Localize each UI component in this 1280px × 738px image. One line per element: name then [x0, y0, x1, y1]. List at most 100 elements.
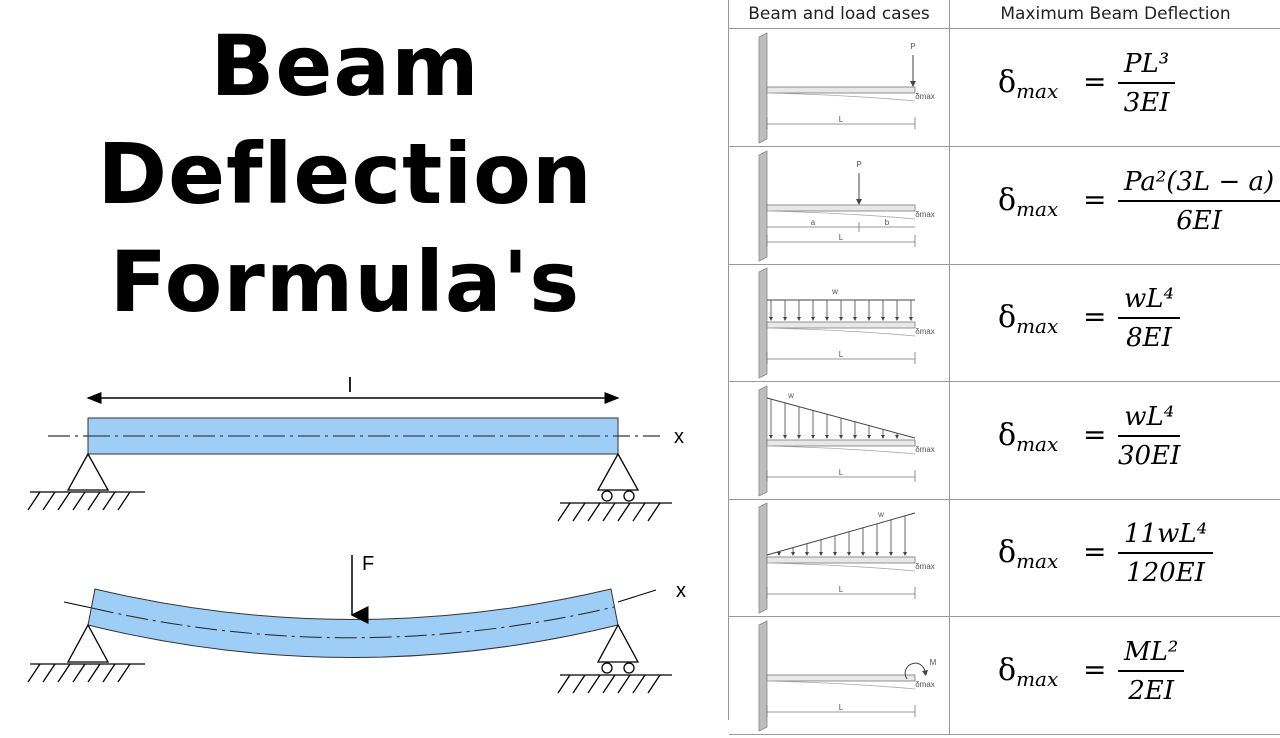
arrow-head	[769, 434, 773, 439]
delta-max-symbol: δmax	[998, 65, 1058, 103]
arrow-head	[856, 198, 862, 205]
header-max-deflection: Maximum Beam Deflection	[950, 0, 1280, 29]
deflected-centerline	[91, 606, 615, 639]
top-roller-support	[557, 452, 672, 522]
length-label: L	[839, 233, 844, 242]
load-label: w	[787, 391, 794, 400]
fixed-wall	[758, 619, 768, 732]
fraction-denominator: 120EI	[1126, 558, 1205, 588]
arrow-head	[811, 317, 815, 321]
delta-max-tag: δmax	[915, 445, 935, 454]
length-label: L	[839, 585, 844, 594]
fixed-wall	[758, 502, 768, 614]
bottom-centerline-ext	[63, 589, 657, 609]
fraction-numerator: Pa²(3L − a)	[1118, 167, 1280, 202]
deflected-shape	[766, 327, 916, 337]
arrow-head	[791, 552, 795, 556]
fraction-denominator: 30EI	[1118, 440, 1181, 471]
delta-symbol: δ	[998, 535, 1017, 570]
fixed-wall	[758, 32, 768, 144]
title-line-3: Formula's	[109, 233, 581, 331]
delta-max-tag: δmax	[915, 210, 935, 219]
length-label: L	[839, 350, 844, 359]
cantilever-beam	[766, 674, 916, 681]
length-label: L	[839, 468, 844, 477]
arrow-head	[875, 552, 879, 556]
fraction-denominator: 6EI	[1176, 205, 1222, 236]
fraction-numerator: 11wL⁴	[1118, 519, 1214, 554]
deflection-fraction: Pa²(3L − a)6EI	[1118, 167, 1280, 236]
arrow-head	[825, 434, 829, 439]
load-label: P	[910, 42, 915, 51]
cantilever-beam	[766, 86, 916, 94]
arrow-head	[910, 81, 916, 87]
moment-arc	[904, 662, 926, 679]
max-subscript: max	[1016, 314, 1059, 338]
fraction-numerator: ML²	[1118, 637, 1185, 672]
arrow-head	[847, 552, 851, 556]
title-line-1: Beam	[210, 17, 480, 115]
delta-symbol: δ	[998, 652, 1017, 688]
arrow-head	[889, 552, 893, 556]
arrow-head	[783, 434, 787, 439]
max-subscript: max	[1016, 431, 1059, 456]
span-label: l	[348, 375, 352, 397]
delta-max-symbol: δmax	[998, 300, 1058, 338]
fraction-numerator: wL⁴	[1118, 402, 1181, 437]
fixed-wall	[758, 149, 768, 262]
deflected-shape	[766, 92, 916, 102]
cantilever-beam	[766, 321, 916, 329]
arrow-head	[909, 317, 913, 321]
arrow-head	[839, 317, 843, 321]
arrow-head	[839, 434, 843, 439]
bottom-axis-label: x	[676, 580, 686, 602]
length-label: L	[839, 115, 844, 124]
length-label: L	[839, 703, 844, 712]
load-label: w	[877, 510, 884, 519]
delta-symbol: δ	[998, 65, 1017, 100]
arrow-head	[797, 434, 801, 439]
top-axis-label: x	[674, 426, 684, 448]
delta-max-symbol: δmax	[998, 535, 1058, 573]
arrow-head	[895, 434, 899, 439]
arrow-head	[853, 317, 857, 321]
arrow-head	[797, 317, 801, 321]
max-subscript: max	[1016, 196, 1059, 221]
arrow-head	[825, 317, 829, 321]
arrow-head	[769, 317, 773, 321]
equals-sign: =	[1083, 417, 1107, 451]
arrow-head	[895, 317, 899, 321]
equals-sign: =	[1083, 182, 1107, 216]
delta-max-symbol: δmax	[998, 183, 1058, 221]
delta-max-tag: δmax	[915, 562, 935, 571]
cantilever-beam	[766, 439, 916, 446]
delta-max-symbol: δmax	[998, 418, 1058, 456]
max-subscript: max	[1016, 549, 1059, 573]
deflected-shape	[766, 562, 916, 572]
fraction-denominator: 3EI	[1123, 88, 1170, 118]
delta-max-symbol: δmax	[998, 653, 1058, 691]
fraction-denominator: 2EI	[1128, 675, 1175, 706]
delta-symbol: δ	[998, 417, 1017, 453]
fraction-numerator: wL⁴	[1118, 284, 1180, 319]
triangular-load-line	[766, 512, 916, 556]
